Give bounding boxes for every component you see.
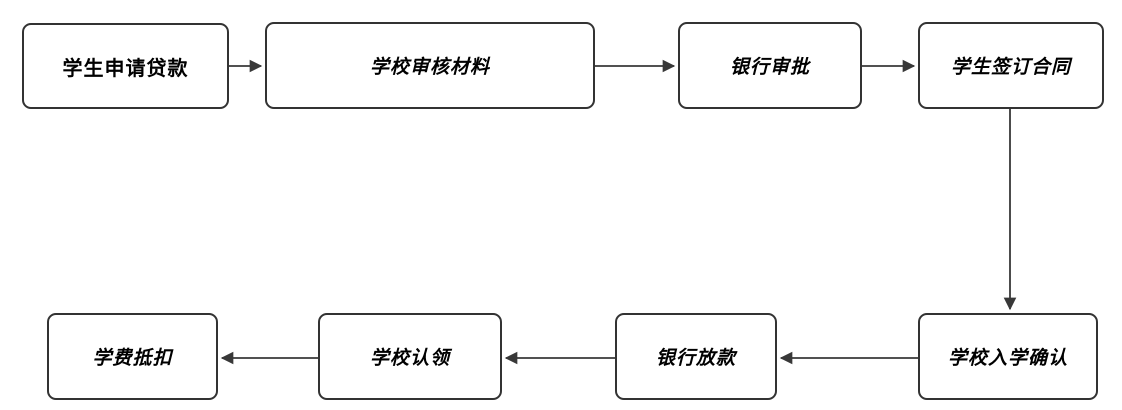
- flow-node-enroll-confirm: 学校入学确认: [918, 313, 1098, 400]
- flow-node-school-claim: 学校认领: [318, 313, 502, 400]
- flow-node-label: 学费抵扣: [92, 348, 173, 369]
- flow-node-student-sign: 学生签订合同: [918, 22, 1104, 109]
- flow-node-school-review: 学校审核材料: [265, 22, 595, 109]
- flow-node-bank-approval: 银行审批: [678, 22, 862, 109]
- flow-node-label: 学生申请贷款: [62, 57, 189, 80]
- flow-node-label: 银行放款: [655, 348, 736, 369]
- flow-node-label: 银行审批: [729, 57, 810, 78]
- flow-node-label: 学校入学确认: [947, 348, 1068, 369]
- flow-node-student-apply: 学生申请贷款: [22, 23, 229, 109]
- flow-node-label: 学校认领: [369, 348, 450, 369]
- flow-node-bank-disburse: 银行放款: [615, 313, 777, 400]
- flow-node-tuition-deduct: 学费抵扣: [47, 313, 218, 400]
- flow-node-label: 学校审核材料: [369, 57, 490, 78]
- flow-node-label: 学生签订合同: [950, 57, 1071, 78]
